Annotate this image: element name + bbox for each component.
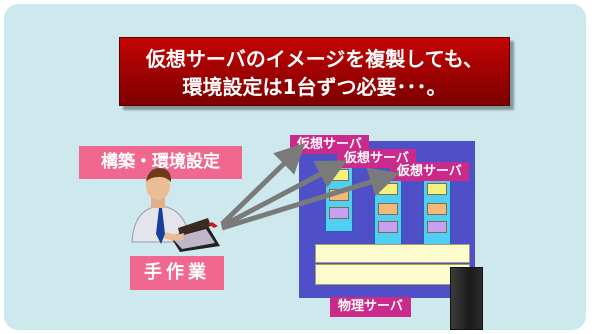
arrow-to-vm-2 <box>220 160 347 229</box>
hardware-layer <box>315 244 470 285</box>
vm-layer <box>427 221 447 233</box>
server-tower-icon <box>450 267 483 330</box>
hardware-layer-upper <box>315 244 470 263</box>
vm-stack-3 <box>423 174 451 246</box>
manual-work-label: 手作業 <box>130 256 224 290</box>
vm-layer <box>329 207 349 219</box>
arrow-to-vm-1 <box>220 143 306 226</box>
arrow-to-vm-3 <box>221 167 400 231</box>
vm-layer <box>427 183 447 195</box>
vm-layer <box>427 203 447 215</box>
setup-label: 構築・環境設定 <box>79 146 242 179</box>
headline-line-2: 環境設定は1台ずつ必要･･･。 <box>182 75 447 99</box>
headline-banner: 仮想サーバのイメージを複製しても、 環境設定は1台ずつ必要･･･。 <box>119 37 510 106</box>
person-at-laptop-icon <box>131 168 220 252</box>
virtual-server-label-3: 仮想サーバ <box>390 162 469 181</box>
physical-server-label: 物理サーバ <box>330 297 411 317</box>
headline-line-1: 仮想サーバのイメージを複製しても、 <box>145 47 484 71</box>
vm-layer <box>378 203 398 215</box>
vm-layer <box>378 221 398 233</box>
